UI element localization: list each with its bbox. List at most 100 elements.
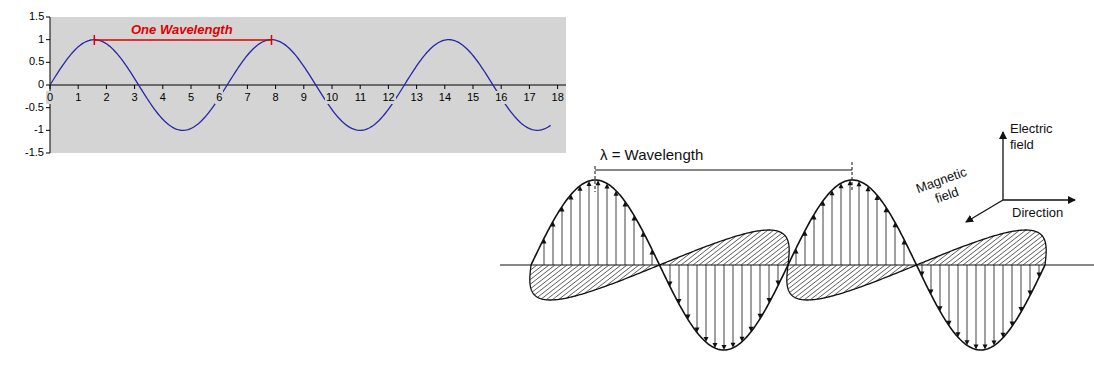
magnetic-hatch bbox=[1029, 252, 1046, 265]
magnetic-hatch bbox=[825, 265, 867, 298]
x-axis bbox=[50, 85, 566, 86]
magnetic-hatch bbox=[575, 265, 615, 296]
x-tick-label: 8 bbox=[272, 91, 280, 104]
magnetic-hatch bbox=[567, 265, 609, 298]
sine-curve bbox=[50, 40, 551, 131]
axis-tick bbox=[78, 85, 79, 89]
plot-area bbox=[50, 17, 566, 153]
magnetic-hatch bbox=[787, 265, 801, 276]
electric-vector bbox=[895, 226, 896, 265]
electric-vector bbox=[553, 225, 554, 265]
x-tick-label: 18 bbox=[551, 91, 565, 104]
axis-label: Electric field bbox=[1010, 121, 1066, 152]
x-tick-label: 4 bbox=[159, 91, 167, 104]
electric-vector bbox=[706, 265, 707, 338]
electric-vector bbox=[931, 265, 932, 291]
axis-tick bbox=[46, 62, 50, 63]
electric-vector bbox=[859, 185, 860, 265]
bracket-line bbox=[94, 39, 271, 41]
electric-vector bbox=[868, 190, 869, 265]
axis-tick bbox=[557, 85, 558, 89]
x-tick-label: 17 bbox=[522, 91, 536, 104]
magnetic-hatch bbox=[963, 233, 1004, 265]
magnetic-hatch bbox=[888, 265, 903, 276]
axis-tick bbox=[50, 85, 51, 89]
electric-vector bbox=[607, 187, 608, 265]
electric-vector bbox=[634, 219, 635, 265]
axis-tick bbox=[473, 85, 474, 89]
axis-tick bbox=[46, 107, 50, 108]
electric-vector bbox=[643, 236, 644, 265]
electric-vector bbox=[832, 194, 833, 265]
magnetic-hatch bbox=[799, 265, 843, 299]
magnetic-axis-arrow bbox=[966, 200, 1003, 222]
electric-vector bbox=[670, 265, 671, 283]
wavelength-label: One Wavelength bbox=[131, 22, 233, 38]
y-tick-label: 0 bbox=[38, 78, 44, 91]
axis-tick bbox=[106, 85, 107, 89]
electric-vector bbox=[679, 265, 680, 300]
magnetic-hatch bbox=[804, 265, 849, 300]
x-tick-label: 0 bbox=[46, 91, 54, 104]
electric-vector bbox=[1039, 265, 1040, 273]
magnetic-hatch bbox=[792, 265, 831, 295]
magnetic-hatch bbox=[939, 247, 963, 265]
magnetic-hatch bbox=[681, 247, 704, 265]
magnetic-hatch bbox=[606, 265, 633, 286]
x-tick-label: 11 bbox=[354, 91, 367, 104]
magnetic-hatch bbox=[777, 256, 789, 265]
magnetic-hatch bbox=[617, 265, 639, 282]
magnetic-hatch bbox=[741, 233, 782, 265]
magnetic-hatch bbox=[747, 236, 785, 265]
axis-tick bbox=[416, 85, 417, 89]
x-tick-label: 14 bbox=[438, 91, 452, 104]
chart-axes bbox=[46, 17, 566, 153]
direction-axis-arrow bbox=[1003, 199, 1075, 200]
electric-wave bbox=[531, 180, 1045, 350]
electric-vector bbox=[958, 265, 959, 333]
electric-vector bbox=[976, 265, 977, 345]
axis-tick bbox=[162, 85, 163, 89]
em-wave bbox=[500, 180, 1094, 350]
bracket-end bbox=[595, 166, 596, 192]
magnetic-hatch bbox=[787, 265, 807, 281]
electric-vector bbox=[796, 252, 797, 265]
axis-label: Direction bbox=[1012, 205, 1063, 221]
magnetic-hatch bbox=[699, 236, 736, 265]
electric-vector bbox=[949, 265, 950, 322]
axis-tick bbox=[46, 130, 50, 131]
axis-tick bbox=[46, 152, 50, 153]
magnetic-hatch bbox=[595, 265, 627, 290]
magnetic-hatch bbox=[687, 243, 715, 265]
magnetic-hatch bbox=[1035, 257, 1046, 265]
x-tick-label: 1 bbox=[74, 91, 82, 104]
axis-label: Magnetic field bbox=[910, 162, 979, 213]
x-tick-label: 3 bbox=[131, 91, 139, 104]
magnetic-hatch bbox=[981, 230, 1026, 265]
y-tick-label: 0.5 bbox=[29, 55, 44, 68]
magnetic-hatch bbox=[552, 265, 597, 300]
magnetic-hatch bbox=[834, 265, 873, 296]
x-tick-label: 15 bbox=[466, 91, 480, 104]
electric-vector bbox=[778, 265, 779, 282]
magnetic-hatch bbox=[795, 265, 837, 298]
magnetic-hatch bbox=[723, 230, 768, 265]
electric-vector bbox=[742, 265, 743, 338]
y-tick-label: -1 bbox=[34, 123, 44, 136]
magnetic-hatch bbox=[854, 265, 885, 289]
wavelength-bracket bbox=[595, 162, 852, 192]
electric-vector bbox=[625, 206, 626, 265]
electric-vector bbox=[904, 243, 905, 265]
electric-vector bbox=[562, 211, 563, 265]
x-tick-label: 13 bbox=[410, 91, 424, 104]
magnetic-hatch bbox=[530, 265, 549, 280]
axis-tick bbox=[332, 85, 333, 89]
electric-vector bbox=[823, 205, 824, 265]
axis-tick bbox=[303, 85, 304, 89]
magnetic-hatch bbox=[765, 246, 789, 265]
electric-vector bbox=[760, 265, 761, 315]
axis-tick bbox=[191, 85, 192, 89]
electric-vector bbox=[733, 265, 734, 344]
